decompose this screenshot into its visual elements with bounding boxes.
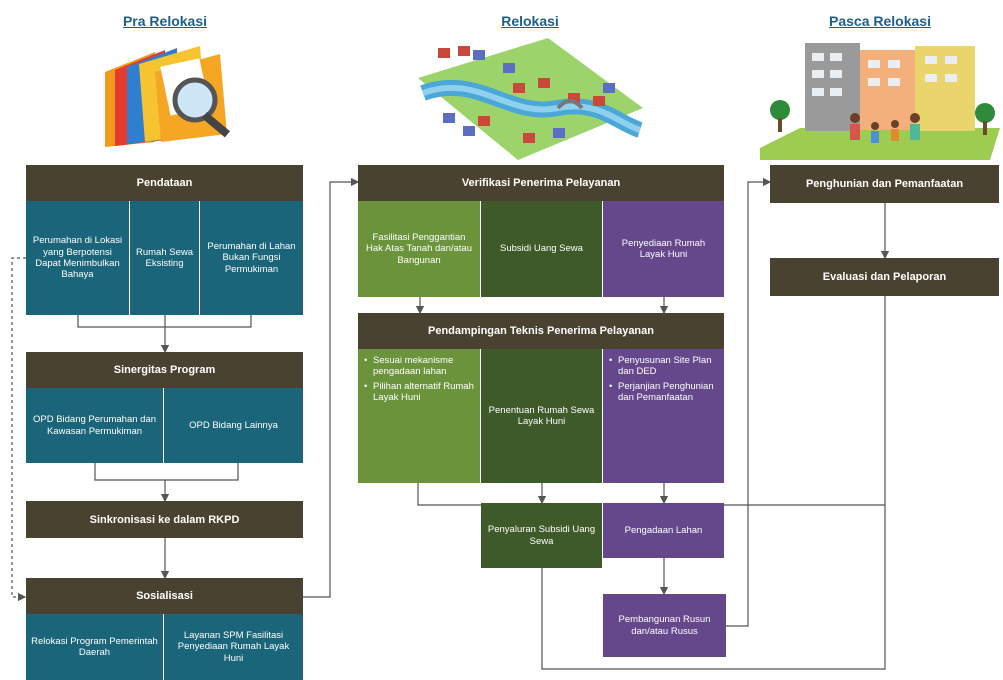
pendampingan-right-bullet-1: Penyusunan Site Plan dan DED <box>609 355 719 378</box>
penyaluran-box: Penyaluran Subsidi Uang Sewa <box>481 503 603 568</box>
pendampingan-mid: Penentuan Rumah Sewa Layak Huni <box>481 349 603 483</box>
pendampingan-right-bullet-2: Perjanjian Penghunian dan Pemanfaatan <box>609 381 719 404</box>
pendampingan-left: Sesuai mekanisme pengadaan lahan Pilihan… <box>358 349 481 483</box>
folders-magnifier-icon <box>105 46 230 147</box>
sosialisasi-item-2: Layanan SPM Fasilitasi Penyediaan Rumah … <box>164 614 303 680</box>
phase-title-pra: Pra Relokasi <box>122 13 208 29</box>
phase-title-pasca: Pasca Relokasi <box>829 13 931 29</box>
phase-title-relokasi: Relokasi <box>501 13 559 29</box>
evaluasi-header: Evaluasi dan Pelaporan <box>770 258 999 296</box>
sinergitas-item-2: OPD Bidang Lainnya <box>164 388 303 463</box>
pendataan-item-2: Rumah Sewa Eksisting <box>130 201 200 315</box>
sinergitas-header: Sinergitas Program <box>26 352 303 388</box>
pendampingan-left-bullet-1: Sesuai mekanisme pengadaan lahan <box>364 355 475 378</box>
pendampingan-header: Pendampingan Teknis Penerima Pelayanan <box>358 313 724 349</box>
verifikasi-item-2: Subsidi Uang Sewa <box>481 201 603 297</box>
penghunian-header: Penghunian dan Pemanfaatan <box>770 165 999 203</box>
river-village-icon <box>418 38 643 160</box>
pembangunan-box: Pembangunan Rusun dan/atau Rusus <box>603 594 726 657</box>
sinkronisasi-header: Sinkronisasi ke dalam RKPD <box>26 501 303 538</box>
verifikasi-header: Verifikasi Penerima Pelayanan <box>358 165 724 201</box>
pendataan-item-1: Perumahan di Lokasi yang Berpotensi Dapa… <box>26 201 130 315</box>
verifikasi-item-3: Penyediaan Rumah Layak Huni <box>603 201 724 297</box>
sosialisasi-header: Sosialisasi <box>26 578 303 614</box>
sinergitas-item-1: OPD Bidang Perumahan dan Kawasan Permuki… <box>26 388 164 463</box>
verifikasi-item-1: Fasilitasi Penggantian Hak Atas Tanah da… <box>358 201 481 297</box>
pendataan-header: Pendataan <box>26 165 303 201</box>
pengadaan-box: Pengadaan Lahan <box>603 503 724 558</box>
apartment-buildings-icon <box>760 43 1000 160</box>
pendampingan-right: Penyusunan Site Plan dan DED Perjanjian … <box>603 349 724 483</box>
sosialisasi-item-1: Relokasi Program Pemerintah Daerah <box>26 614 164 680</box>
pendampingan-left-bullet-2: Pilihan alternatif Rumah Layak Huni <box>364 381 475 404</box>
pendataan-item-3: Perumahan di Lahan Bukan Fungsi Permukim… <box>200 201 303 315</box>
